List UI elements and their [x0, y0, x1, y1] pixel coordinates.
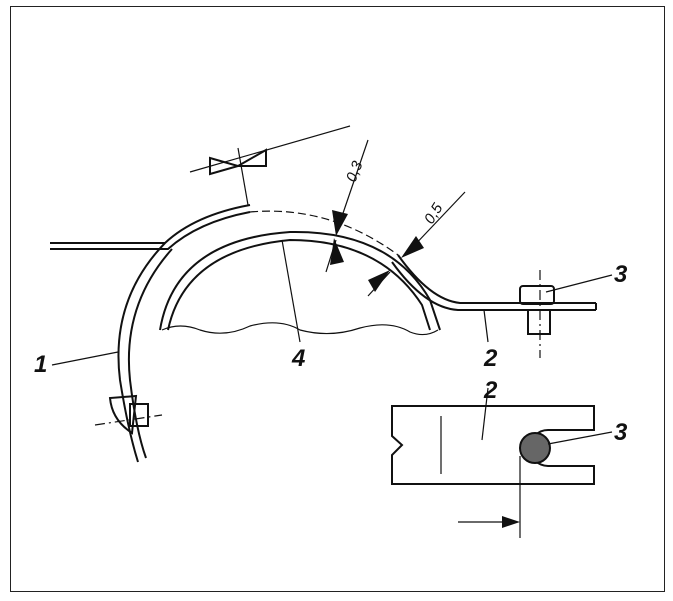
gap-top-label: 0,3 [343, 158, 367, 184]
gap-side-label: 0,5 [421, 200, 447, 227]
strap [391, 254, 597, 311]
gap-top-dimension: 0,3 [325, 139, 369, 273]
brake-shoe [159, 230, 441, 336]
diagram-frame [10, 6, 665, 592]
label-3-detail: 3 [614, 419, 628, 446]
clamp-band [50, 204, 251, 463]
top-dimension [189, 125, 351, 206]
label-4: 4 [291, 345, 305, 372]
bolt-top [519, 270, 555, 358]
strap-detail [391, 405, 595, 538]
bolt-detail [519, 432, 551, 464]
label-2: 2 [483, 345, 498, 372]
label-1: 1 [34, 351, 47, 378]
clamp-screw [94, 394, 163, 435]
label-2-detail: 2 [483, 377, 498, 404]
leader-lines [51, 239, 613, 445]
reference-arc [249, 210, 399, 256]
label-3-top: 3 [614, 261, 628, 288]
shoe-break-line [161, 322, 439, 336]
